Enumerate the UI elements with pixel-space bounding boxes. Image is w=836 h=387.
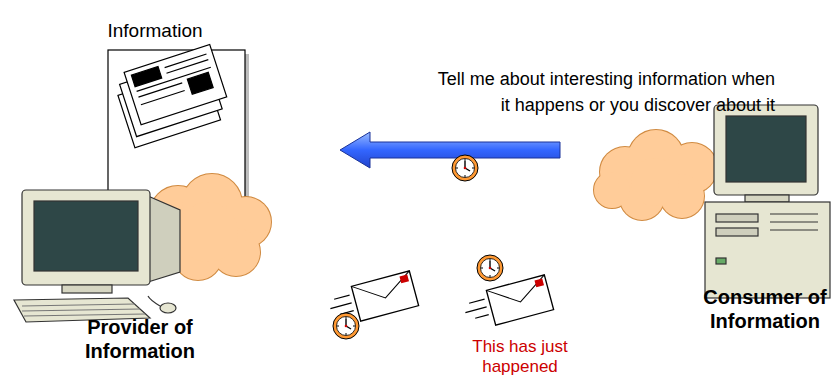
- drawing-part: [22, 304, 135, 306]
- drawing-part: [340, 132, 560, 168]
- edge-label: Tell me about interesting information wh…: [429, 66, 775, 118]
- drawing-part: [770, 221, 818, 222]
- drawing-part: [34, 201, 138, 271]
- drawing-part: [714, 105, 818, 195]
- drawing-part: [631, 158, 679, 206]
- drawing-part: [770, 229, 818, 230]
- provider-computer: [14, 190, 180, 322]
- drawing-part: [745, 195, 789, 202]
- drawing-part: [594, 130, 717, 220]
- drawing-part: [148, 196, 180, 282]
- drawing-part: [461, 275, 553, 332]
- drawing-part: [62, 285, 112, 293]
- drawing-part: [594, 130, 717, 220]
- drawing-part: [594, 172, 630, 208]
- drawing-part: [138, 83, 182, 97]
- drawing-part: [178, 202, 238, 262]
- illustration-title: Information: [100, 20, 210, 43]
- drawing-part: [333, 313, 359, 339]
- cloud: [594, 130, 717, 220]
- drawing-part: [716, 214, 758, 222]
- drawing-part: [477, 255, 503, 281]
- drawing-part: [594, 172, 630, 208]
- drawing-part: [112, 45, 233, 148]
- drawing-part: [716, 228, 758, 236]
- consumer-computer: [705, 105, 830, 298]
- drawing-part: [22, 309, 140, 311]
- drawing-part: [124, 45, 227, 125]
- drawing-part: [131, 67, 161, 87]
- drawing-part: [726, 116, 806, 182]
- node-label: Provider of Information: [70, 315, 210, 363]
- drawing-part: [22, 190, 150, 285]
- drawing-part: [160, 303, 176, 313]
- drawing-part: [716, 258, 726, 264]
- computer-node: Consumer of Information: [560, 130, 830, 345]
- note-label: This has just happened: [450, 337, 590, 378]
- node-label: Consumer of Information: [700, 285, 830, 333]
- drawing-part: [24, 314, 145, 316]
- drawing-part: [770, 213, 818, 214]
- drawing-part: [705, 202, 830, 298]
- drawing-part: [148, 296, 160, 306]
- drawing-part: [141, 91, 185, 105]
- request-arrow: [340, 132, 560, 168]
- drawing-part: [452, 155, 478, 181]
- drawing-part: [166, 60, 208, 74]
- drawing-part: [165, 54, 207, 68]
- message-envelopes: [326, 255, 553, 339]
- computer-node: Provider of Information: [10, 140, 340, 380]
- drawing-part: [187, 72, 213, 94]
